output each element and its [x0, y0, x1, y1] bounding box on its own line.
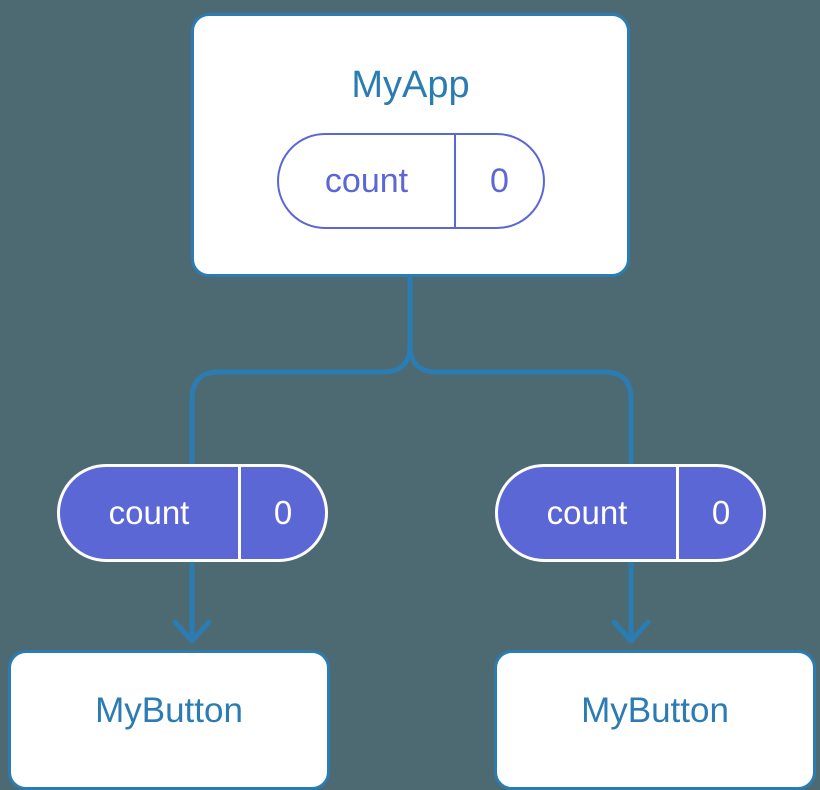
- arrow-head-right: [611, 619, 651, 644]
- prop-pill-right[interactable]: count 0: [495, 464, 766, 562]
- prop-pill-value: 0: [238, 467, 325, 559]
- state-pill-key: count: [324, 161, 409, 200]
- state-pill-value: 0: [454, 135, 543, 227]
- prop-pill-value: 0: [676, 467, 763, 559]
- prop-pill-left[interactable]: count 0: [57, 464, 328, 562]
- prop-pill-key: count: [546, 494, 628, 531]
- connector-elbow-right: [407, 344, 634, 466]
- component-node-mybutton-left[interactable]: MyButton: [8, 650, 330, 790]
- component-name-myapp: MyApp: [351, 64, 470, 106]
- component-name-mybutton: MyButton: [95, 691, 243, 730]
- prop-pill-key: count: [108, 494, 190, 531]
- state-pill-myapp[interactable]: count 0: [277, 133, 545, 229]
- component-node-mybutton-right[interactable]: MyButton: [494, 650, 816, 790]
- arrow-head-left: [172, 619, 212, 644]
- connector-elbow-left: [189, 344, 413, 466]
- component-name-mybutton: MyButton: [581, 691, 729, 730]
- diagram-canvas: MyApp count 0 count 0 count 0 MyButton M…: [8, 13, 816, 790]
